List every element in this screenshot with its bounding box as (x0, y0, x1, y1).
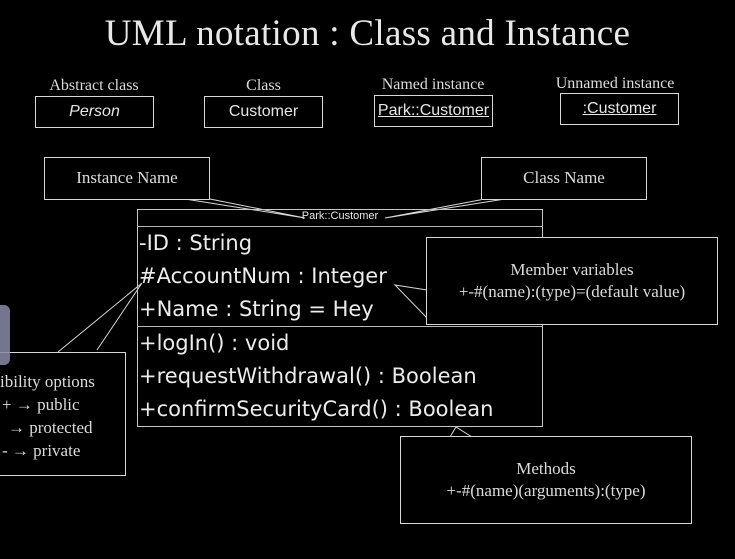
uml-attributes-divider (137, 326, 543, 327)
presenter-silhouette (0, 305, 10, 365)
uml-name-divider (137, 226, 543, 227)
method-line: +requestWithdrawal() : Boolean (139, 364, 477, 388)
member-variables-syntax: +-#(name):(type)=(default value) (458, 282, 686, 301)
abstract-class-label: Person (69, 103, 120, 120)
attribute-line: -ID : String (139, 231, 253, 255)
class-name-text: Class Name (523, 168, 605, 188)
instance-name-callout: Instance Name (44, 157, 210, 200)
unnamed-instance-label: :Customer (582, 100, 657, 117)
abstract-class-caption: Abstract class (49, 77, 139, 94)
method-line: +confirmSecurityCard() : Boolean (139, 397, 494, 421)
class-box: Customer (204, 96, 323, 128)
class-label: Customer (228, 103, 299, 120)
unnamed-instance-caption: Unnamed instance (555, 75, 675, 92)
visibility-private: - → private (2, 441, 81, 460)
named-instance-label: Park::Customer (377, 102, 490, 119)
uml-instance-name: Park::Customer (301, 210, 379, 222)
named-instance-caption: Named instance (381, 76, 485, 93)
unnamed-instance-box: :Customer (560, 93, 679, 125)
slide-title: UML notation : Class and Instance (104, 13, 631, 54)
member-variables-callout: Member variables +-#(name):(type)=(defau… (426, 237, 718, 325)
named-instance-box: Park::Customer (374, 95, 493, 127)
methods-title: Methods (516, 458, 576, 478)
attribute-line: +Name : String = Hey (139, 297, 374, 321)
visibility-protected: → protected (8, 418, 93, 437)
visibility-callout (0, 352, 126, 476)
instance-name-text: Instance Name (76, 168, 178, 188)
abstract-class-box: Person (35, 96, 154, 128)
method-line: +logIn() : void (139, 331, 290, 355)
visibility-public: + → public (2, 395, 80, 414)
attribute-line: #AccountNum : Integer (139, 264, 387, 288)
visibility-title: ibility options (0, 372, 95, 391)
methods-callout: Methods +-#(name)(arguments):(type) (400, 436, 692, 524)
class-name-callout: Class Name (481, 157, 647, 200)
methods-syntax: +-#(name)(arguments):(type) (446, 481, 646, 500)
member-variables-title: Member variables (510, 259, 634, 279)
class-caption: Class (246, 77, 281, 94)
